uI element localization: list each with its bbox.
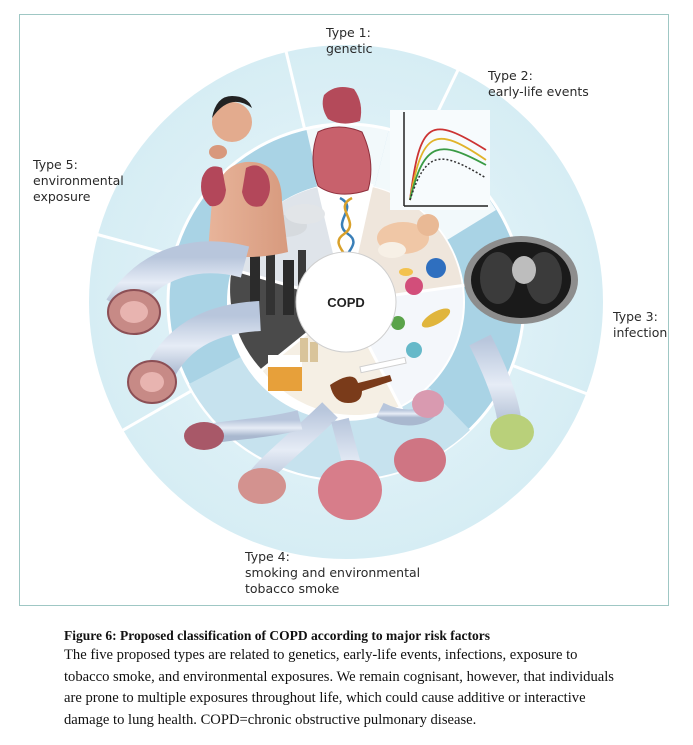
airway-tubes-illustration	[106, 241, 534, 520]
type4-title: Type 4:	[245, 549, 290, 564]
type3-title: Type 3:	[613, 309, 658, 324]
center-circle	[295, 251, 397, 353]
type1-name: genetic	[326, 41, 373, 56]
lung-growth-chart-illustration	[390, 110, 490, 210]
type5-name-cont: exposure	[33, 189, 91, 204]
coughing-man-illustration	[201, 96, 288, 257]
type5-title: Type 5:	[33, 157, 78, 172]
infant-illustration	[377, 214, 439, 258]
type3-label: Type 3: infection	[613, 309, 667, 341]
caption-title: Figure 6: Proposed classification of COP…	[64, 628, 490, 643]
type5-label: Type 5: environmental exposure	[33, 157, 124, 205]
type4-name: smoking and environmental	[245, 565, 421, 580]
type4-name-cont: tobacco smoke	[245, 581, 340, 596]
type4-label: Type 4: smoking and environmental tobacc…	[245, 549, 420, 597]
type2-label: Type 2: early-life events	[488, 68, 589, 100]
type3-name: infection	[613, 325, 668, 340]
type1-title: Type 1:	[326, 25, 371, 40]
figure-caption: Figure 6: Proposed classification of COP…	[64, 627, 624, 731]
microbes-illustration	[391, 258, 451, 358]
type2-name: early-life events	[488, 84, 589, 99]
tobacco-products-illustration	[268, 338, 407, 403]
type2-title: Type 2:	[488, 68, 533, 83]
type5-name: environmental	[33, 173, 124, 188]
chest-ct-scan-illustration	[464, 236, 578, 324]
caption-body: The five proposed types are related to g…	[64, 647, 614, 728]
type1-label: Type 1: genetic	[326, 25, 372, 57]
center-label: COPD	[327, 295, 365, 310]
copd-classification-wheel: COPD	[87, 43, 605, 561]
lung-tissue-illustration	[312, 87, 372, 195]
